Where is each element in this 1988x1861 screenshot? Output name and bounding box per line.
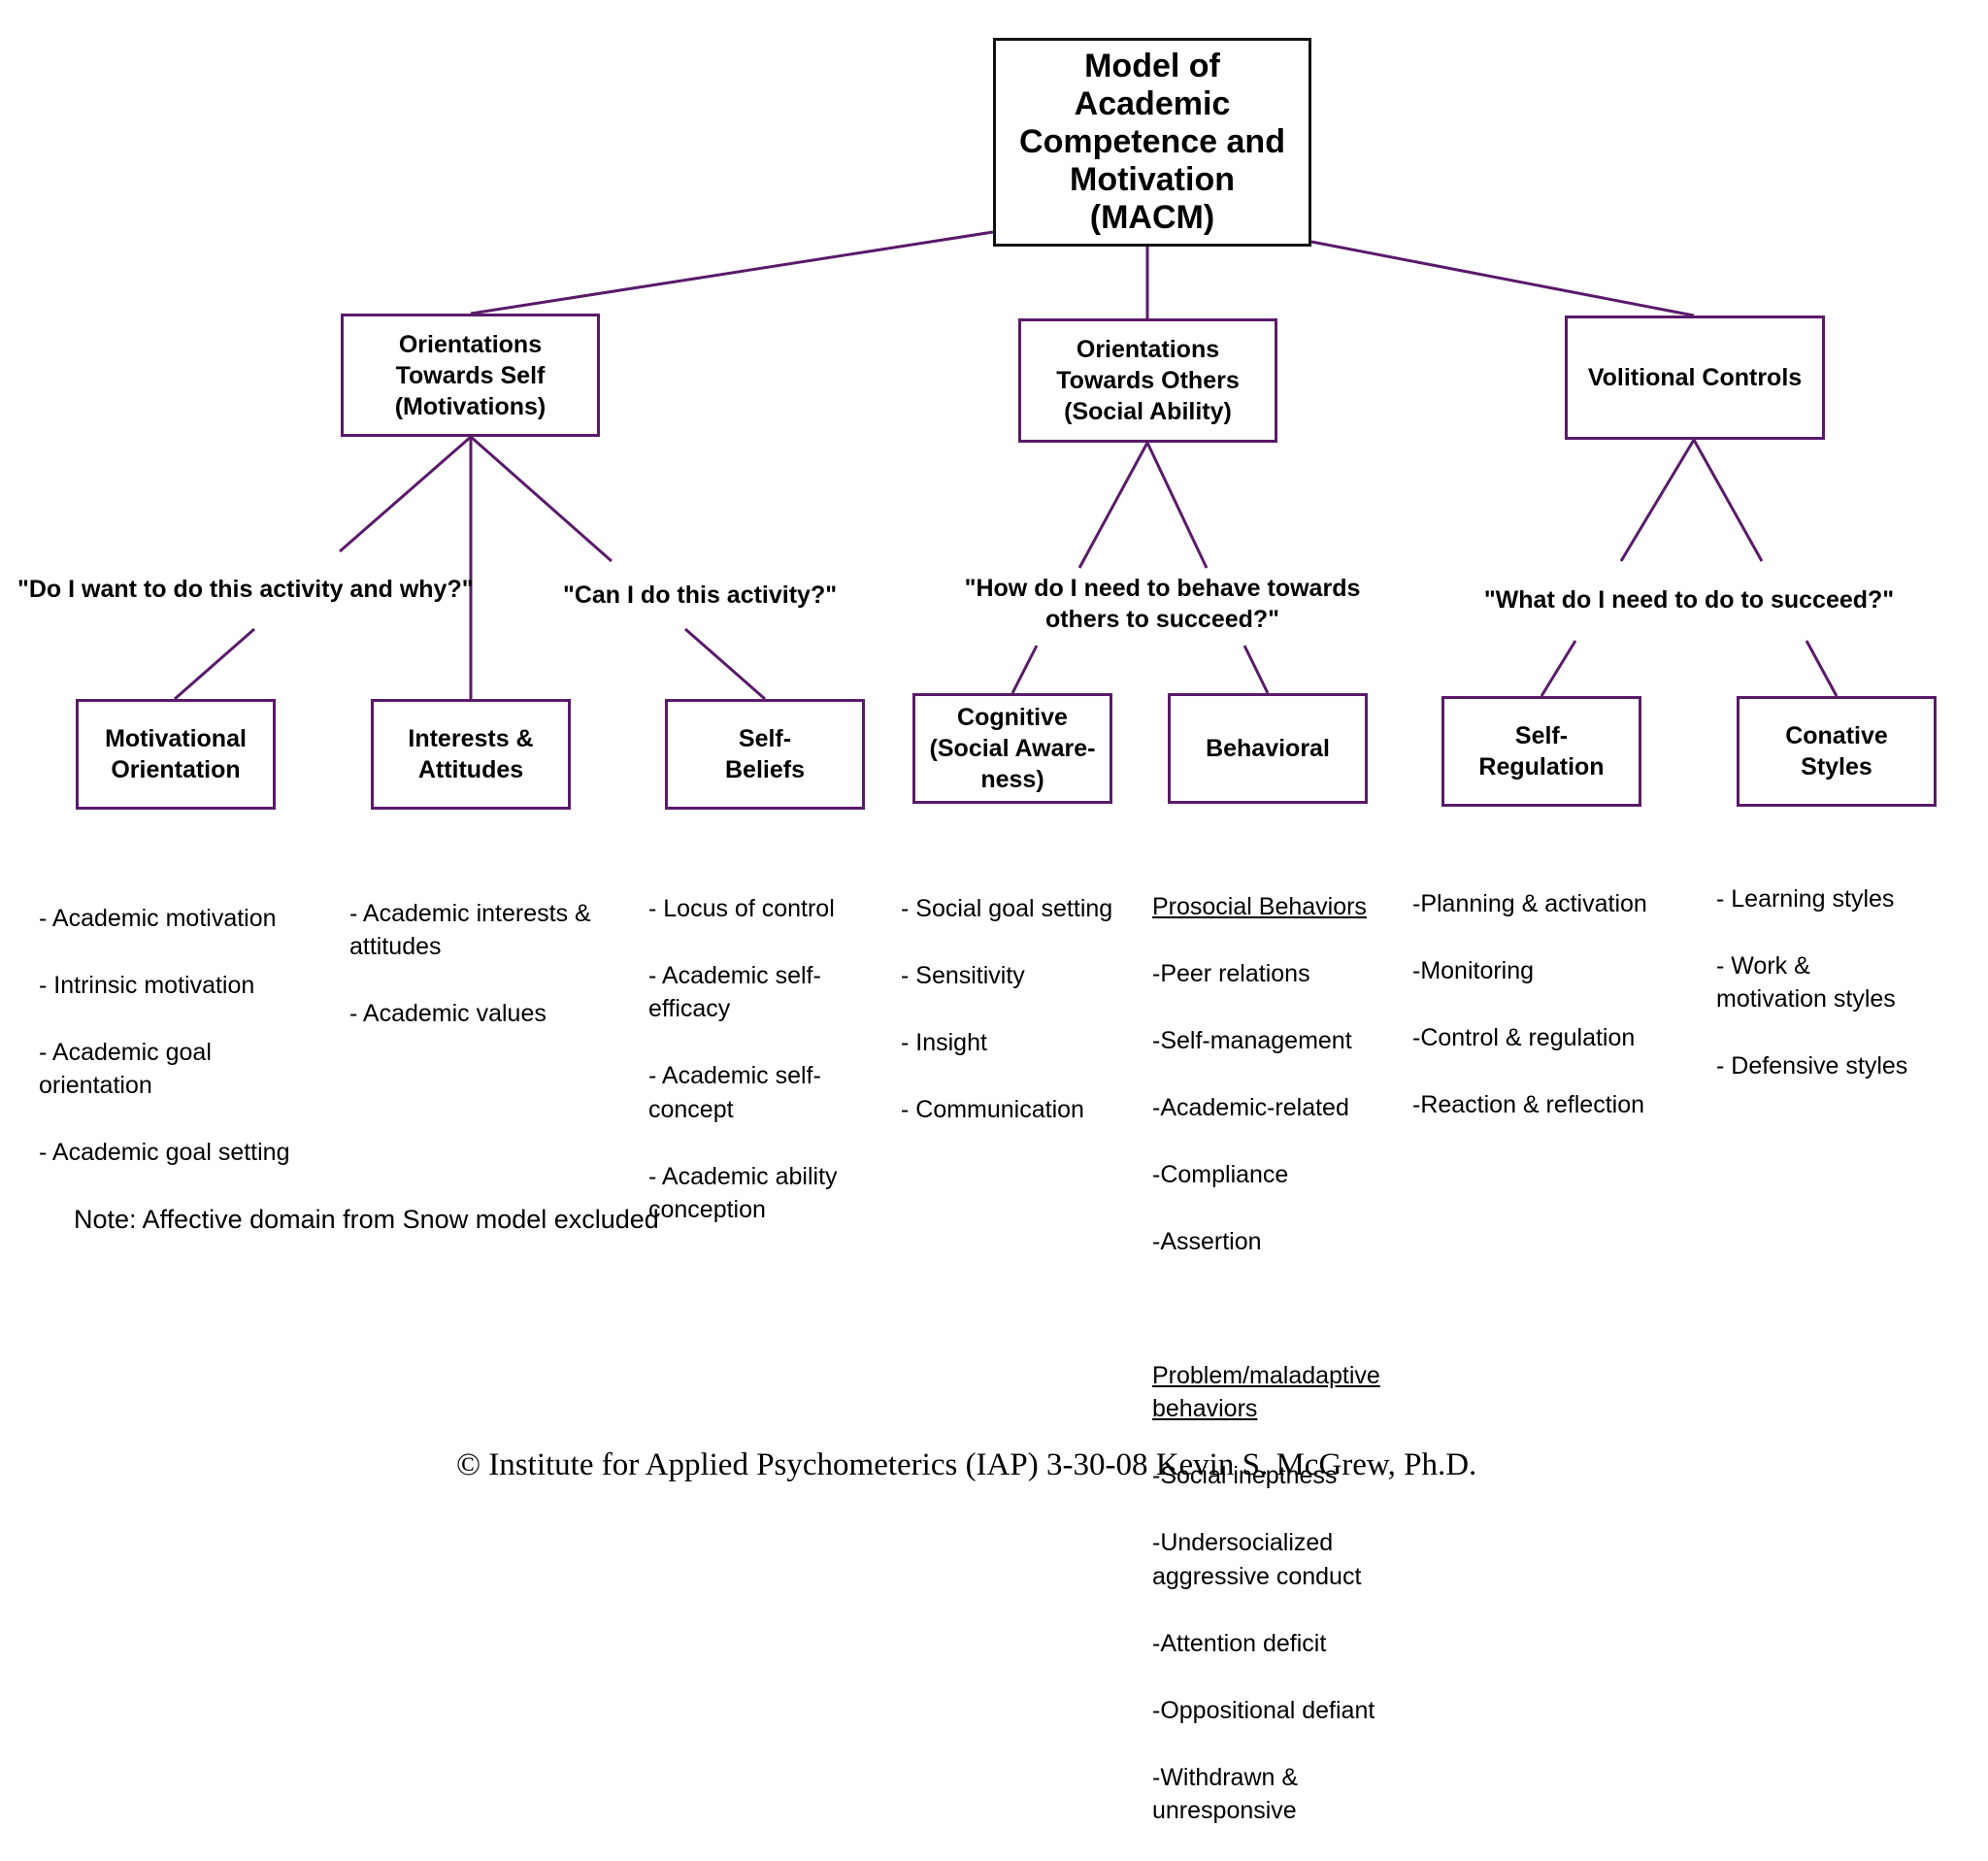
- link-others-left: [1077, 442, 1149, 569]
- list-item: -Self-management: [1152, 1026, 1352, 1054]
- list-item: -Oppositional defiant: [1152, 1696, 1375, 1724]
- component-box-behavioral: Behavioral: [1168, 693, 1368, 804]
- footer-copyright: © Institute for Applied Psychometerics (…: [456, 1447, 1477, 1482]
- component-box-conative-styles: Conative Styles: [1737, 696, 1937, 807]
- component-box-self-regulation: Self- Regulation: [1441, 696, 1641, 807]
- list-item: - Academic ability conception: [648, 1162, 838, 1224]
- link-q3-cognitive: [1011, 645, 1039, 694]
- component-box-self-beliefs: Self- Beliefs: [665, 699, 865, 810]
- link-others-right: [1145, 442, 1209, 569]
- list-item: - Academic interests & attitudes: [349, 899, 591, 961]
- list-item: -Assertion: [1152, 1227, 1262, 1255]
- list-item: -Social ineptness: [1152, 1462, 1338, 1489]
- list-item: - Locus of control: [648, 894, 835, 922]
- list-item: - Defensive styles: [1716, 1052, 1908, 1080]
- list-self-regulation: -Planning & activation -Monitoring -Cont…: [1412, 853, 1694, 1155]
- macm-diagram: Model of Academic Competence and Motivat…: [17, 38, 1969, 1824]
- link-q1-motivational: [174, 627, 255, 701]
- link-root-self: [470, 230, 994, 316]
- link-self-q2-right: [470, 435, 613, 563]
- list-heading-prosocial: Prosocial Behaviors: [1152, 892, 1367, 920]
- branch-box-orientations-others: Orientations Towards Others (Social Abil…: [1018, 318, 1277, 443]
- list-item: -Planning & activation: [1412, 889, 1647, 917]
- component-box-cognitive: Cognitive (Social Aware- ness): [912, 693, 1112, 804]
- list-item: - Social goal setting: [901, 894, 1113, 922]
- link-q4-selfreg: [1540, 640, 1577, 697]
- list-conative-styles: - Learning styles - Work & motivation st…: [1716, 848, 1969, 1116]
- list-item: -Undersocialized aggressive conduct: [1152, 1529, 1362, 1590]
- list-cognitive: - Social goal setting - Sensitivity - In…: [901, 858, 1143, 1160]
- list-item: - Work & motivation styles: [1716, 951, 1896, 1014]
- list-interests-attitudes: - Academic interests & attitudes - Acade…: [349, 863, 641, 1064]
- list-item: -Control & regulation: [1412, 1023, 1636, 1051]
- list-item: - Learning styles: [1716, 884, 1895, 913]
- link-q4-conative: [1805, 640, 1839, 697]
- link-vol-right: [1692, 439, 1764, 562]
- list-item: -Monitoring: [1412, 956, 1535, 984]
- question-to-succeed: "What do I need to do to succeed?": [1483, 586, 1895, 614]
- link-self-q1-left: [339, 435, 472, 553]
- question-can-do: "Can I do this activity?": [563, 582, 838, 609]
- list-item: -Attention deficit: [1152, 1629, 1327, 1657]
- list-item: - Academic values: [349, 1000, 547, 1027]
- component-box-interests-attitudes: Interests & Attitudes: [371, 699, 571, 810]
- question-behave-towards-others: "How do I need to behave towards others …: [964, 575, 1361, 633]
- link-q2-selfbeliefs: [684, 627, 766, 701]
- list-item: -Withdrawn & unresponsive: [1152, 1763, 1299, 1825]
- link-q3-behavioral: [1242, 645, 1270, 694]
- list-item: - Academic self- concept: [648, 1062, 821, 1123]
- root-box: Model of Academic Competence and Motivat…: [993, 38, 1311, 247]
- list-item: - Academic motivation: [39, 904, 277, 932]
- component-box-motivational-orientation: Motivational Orientation: [76, 699, 276, 810]
- list-item: -Reaction & reflection: [1412, 1090, 1645, 1118]
- connector-lines: [174, 230, 1839, 701]
- list-item: - Intrinsic motivation: [39, 971, 255, 999]
- list-behavioral: Prosocial Behaviors -Peer relations -Sel…: [1152, 856, 1424, 1861]
- list-item: - Sensitivity: [901, 961, 1025, 989]
- list-item: - Academic self- efficacy: [648, 961, 821, 1023]
- branch-box-volitional-controls: Volitional Controls: [1565, 316, 1825, 440]
- link-root-volitional: [1310, 240, 1695, 317]
- list-item: -Academic-related: [1152, 1093, 1349, 1121]
- list-item: -Compliance: [1152, 1160, 1289, 1188]
- note-text: Note: Affective domain from Snow model e…: [74, 1205, 659, 1234]
- question-want-to-do: "Do I want to do this activity and why?": [17, 576, 474, 603]
- list-item: - Insight: [901, 1028, 987, 1056]
- list-motivational-orientation: - Academic motivation - Intrinsic motiva…: [39, 868, 330, 1203]
- list-self-beliefs: - Locus of control - Academic self- effi…: [648, 858, 901, 1260]
- link-vol-left: [1619, 439, 1696, 562]
- list-item: - Academic goal orientation: [39, 1038, 212, 1100]
- list-item: - Academic goal setting: [39, 1139, 290, 1166]
- list-item: - Communication: [901, 1095, 1084, 1123]
- branch-box-orientations-self: Orientations Towards Self (Motivations): [341, 314, 600, 437]
- list-item: -Peer relations: [1152, 959, 1310, 987]
- list-spacer: [1152, 1292, 1424, 1326]
- list-heading-problem: Problem/maladaptive behaviors: [1152, 1361, 1380, 1423]
